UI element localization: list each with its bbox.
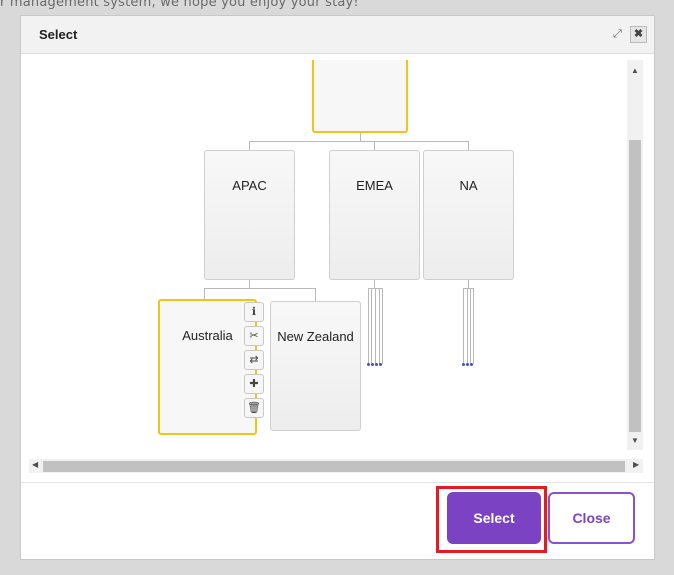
connector-line (249, 141, 250, 150)
connector-line (374, 141, 375, 150)
scroll-left-icon[interactable]: ◀ (32, 460, 39, 469)
connector-line (204, 288, 316, 289)
connector-line (360, 133, 361, 141)
connector-line (379, 288, 380, 364)
connector-line (468, 280, 469, 288)
connector-line (374, 280, 375, 288)
node-label: Australia (182, 328, 233, 343)
scroll-down-icon[interactable]: ▼ (631, 436, 639, 445)
collapsed-node-dot[interactable] (375, 363, 378, 366)
collapsed-node-dot[interactable] (367, 363, 370, 366)
org-chart-viewport: APAC EMEA NA Australia New Zealand ℹ ✂ ⇄… (29, 60, 635, 450)
dialog-header: Select ⤢ ✖ (21, 16, 654, 54)
highlight-box (436, 486, 547, 553)
swap-icon[interactable]: ⇄ (244, 350, 264, 370)
info-icon[interactable]: ℹ (244, 302, 264, 322)
connector-line (371, 288, 372, 364)
add-icon[interactable]: ✚ (244, 374, 264, 394)
scroll-right-icon[interactable]: ▶ (633, 460, 640, 469)
footer-divider (21, 482, 654, 483)
root-node[interactable] (312, 60, 408, 133)
connector-line (249, 280, 250, 288)
scroll-up-icon[interactable]: ▲ (631, 66, 639, 75)
connector-line (249, 141, 468, 142)
select-dialog: Select ⤢ ✖ APAC EMEA NA Australia (20, 15, 655, 560)
connector-line (382, 288, 383, 364)
horizontal-scroll-thumb[interactable] (43, 461, 625, 472)
node-apac[interactable]: APAC (204, 150, 295, 280)
close-icon[interactable]: ✖ (630, 26, 647, 43)
connector-line (368, 288, 369, 364)
dialog-title: Select (39, 27, 78, 42)
node-new-zealand[interactable]: New Zealand (270, 301, 361, 431)
connector-line (463, 288, 473, 289)
node-emea[interactable]: EMEA (329, 150, 420, 280)
collapsed-node-dot[interactable] (466, 363, 469, 366)
collapsed-node-dot[interactable] (462, 363, 465, 366)
expand-icon[interactable]: ⤢ (613, 28, 622, 40)
node-label: New Zealand (277, 329, 354, 344)
connector-line (470, 288, 471, 364)
vertical-scrollbar[interactable]: ▲ ▼ (627, 60, 643, 450)
collapsed-node-dot[interactable] (371, 363, 374, 366)
node-label: EMEA (356, 178, 393, 193)
background-welcome-text: r management system, we hope you enjoy y… (0, 0, 359, 10)
vertical-scroll-thumb[interactable] (629, 140, 641, 432)
connector-line (204, 288, 205, 302)
connector-line (468, 141, 469, 150)
node-label: APAC (232, 178, 267, 193)
node-australia[interactable]: Australia (158, 299, 257, 435)
horizontal-scrollbar[interactable]: ◀ ▶ (29, 459, 643, 473)
collapsed-node-dot[interactable] (470, 363, 473, 366)
select-button[interactable]: Select (447, 492, 541, 544)
connector-line (463, 288, 464, 364)
connector-line (473, 288, 474, 364)
cut-icon[interactable]: ✂ (244, 326, 264, 346)
node-label: NA (459, 178, 478, 193)
node-na[interactable]: NA (423, 150, 514, 280)
collapsed-node-dot[interactable] (379, 363, 382, 366)
close-button[interactable]: Close (548, 492, 635, 544)
connector-line (467, 288, 468, 364)
connector-line (315, 288, 316, 302)
connector-line (375, 288, 376, 364)
delete-icon[interactable]: 🗑 (244, 398, 264, 418)
